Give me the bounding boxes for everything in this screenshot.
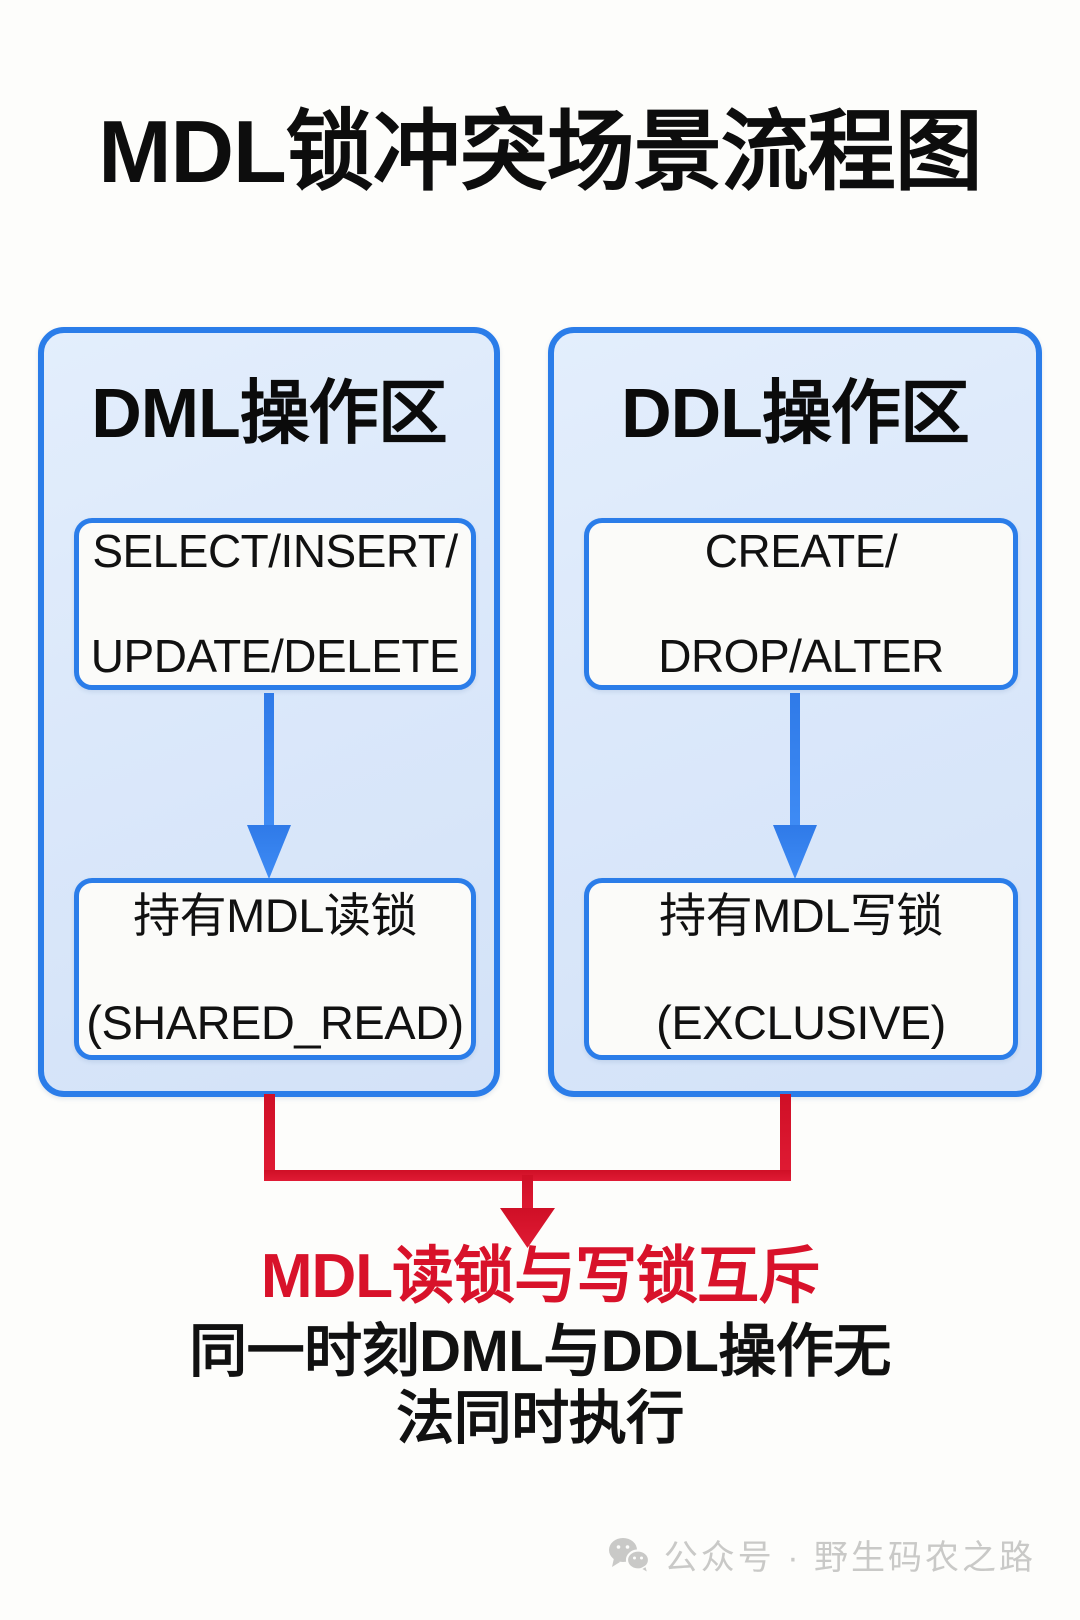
ddl-lock-line-2: (EXCLUSIVE) xyxy=(656,995,946,1049)
down-arrow-icon-ddl xyxy=(773,693,817,879)
conclusion-body: 同一时刻DML与DDL操作无 法同时执行 xyxy=(0,1318,1080,1453)
box-dml-operations: SELECT/INSERT/ UPDATE/DELETE xyxy=(74,518,476,690)
ddl-lock-line-1: 持有MDL写锁 xyxy=(659,888,943,942)
page-title: MDL锁冲突场景流程图 xyxy=(98,102,983,201)
dml-op-line-1: SELECT/INSERT/ xyxy=(92,525,458,578)
panel-dml-zone: DML操作区 SELECT/INSERT/ UPDATE/DELETE 持有MD… xyxy=(38,327,500,1097)
conclusion-body-line-1: 同一时刻DML与DDL操作无 xyxy=(189,1319,891,1384)
red-merge-arrow-icon xyxy=(264,1094,791,1248)
ddl-op-line-2: DROP/ALTER xyxy=(658,630,944,683)
dml-op-line-2: UPDATE/DELETE xyxy=(90,630,460,683)
down-arrow-icon-dml xyxy=(247,693,291,879)
dml-lock-line-2: (SHARED_READ) xyxy=(86,995,464,1049)
box-dml-operations-line1: SELECT/INSERT/ UPDATE/DELETE xyxy=(79,525,471,682)
box-ddl-lock-text: 持有MDL写锁 (EXCLUSIVE) xyxy=(644,889,958,1050)
ddl-op-line-1: CREATE/ xyxy=(704,525,898,578)
footer-watermark: 公众号 · 野生码农之路 xyxy=(608,1530,1036,1579)
conclusion-body-line-2: 法同时执行 xyxy=(396,1386,684,1452)
panel-ddl-zone: DDL操作区 CREATE/ DROP/ALTER 持有MDL写锁 (EXCLU… xyxy=(548,327,1042,1097)
dml-lock-line-1: 持有MDL读锁 xyxy=(133,888,417,942)
box-ddl-lock: 持有MDL写锁 (EXCLUSIVE) xyxy=(584,878,1018,1060)
box-ddl-operations-text: CREATE/ DROP/ALTER xyxy=(646,525,956,682)
footer-text: 公众号 · 野生码农之路 xyxy=(663,1539,1036,1577)
panel-ddl-title: DDL操作区 xyxy=(621,374,970,452)
wechat-icon xyxy=(608,1537,650,1573)
panel-dml-title: DML操作区 xyxy=(91,374,448,452)
box-dml-lock: 持有MDL读锁 (SHARED_READ) xyxy=(74,878,476,1060)
box-ddl-operations: CREATE/ DROP/ALTER xyxy=(584,518,1018,690)
conclusion-headline: MDL读锁与写锁互斥 xyxy=(260,1242,820,1311)
box-dml-lock-text: 持有MDL读锁 (SHARED_READ) xyxy=(74,889,475,1050)
